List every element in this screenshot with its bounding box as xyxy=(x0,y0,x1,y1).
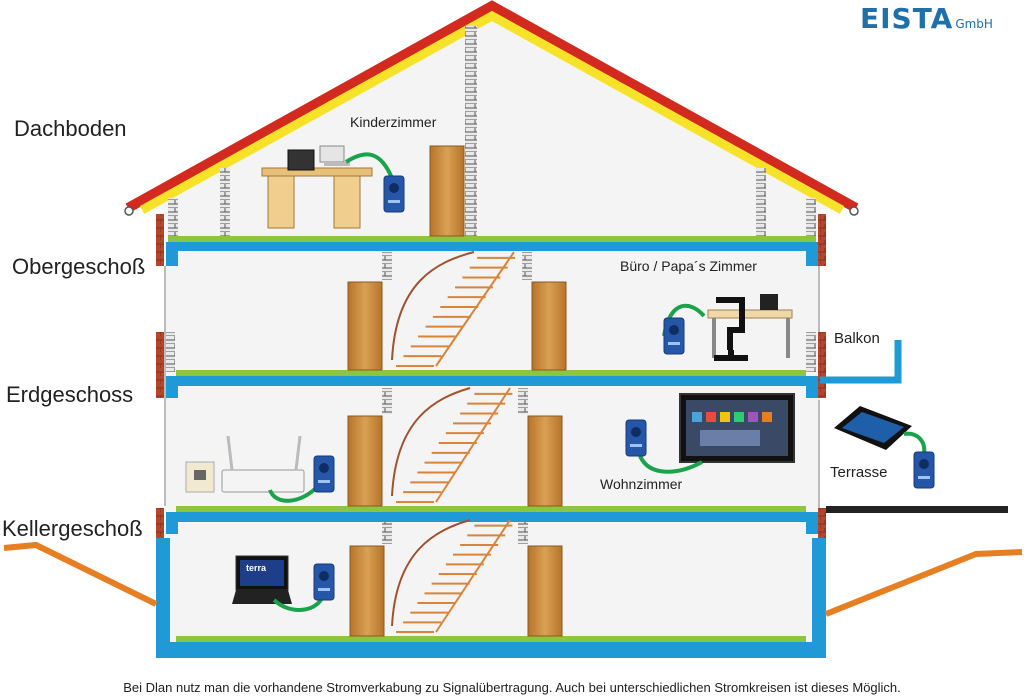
label-office: Büro / Papa´s Zimmer xyxy=(620,258,757,274)
basement-tub xyxy=(156,538,826,658)
label-ground-floor: Erdgeschoss xyxy=(6,382,134,407)
office-desk xyxy=(662,294,793,361)
label-attic: Dachboden xyxy=(14,116,127,141)
stair-handrail xyxy=(391,519,471,627)
tablet xyxy=(834,406,927,455)
caption: Bei Dlan nutz man die vorhandene Stromve… xyxy=(123,680,901,695)
label-terrace: Terrasse xyxy=(830,464,888,481)
kids-desk xyxy=(261,145,394,229)
staircases xyxy=(391,251,516,633)
laptop-brand: terra xyxy=(246,563,267,573)
left-wall-upper xyxy=(156,214,164,266)
router xyxy=(185,435,320,503)
logo-suffix: GmbH xyxy=(955,17,993,31)
label-basement: Kellergeschoß xyxy=(2,516,143,541)
floor-slab-ground xyxy=(166,506,818,534)
floor-slab-attic xyxy=(166,236,818,266)
stair-handrail xyxy=(391,387,471,497)
stair-handrail xyxy=(391,251,475,361)
balcony-railing xyxy=(820,340,902,384)
label-kids-room: Kinderzimmer xyxy=(350,114,437,130)
ground-right xyxy=(824,549,1023,617)
label-upper-floor: Obergeschoß xyxy=(12,254,146,279)
terrace-floor xyxy=(826,506,1008,513)
floor-slab-upper xyxy=(166,370,818,398)
stair-stringer xyxy=(435,251,515,367)
tv xyxy=(638,393,795,474)
stair-stringer xyxy=(435,519,511,633)
doors xyxy=(347,145,567,637)
laptop xyxy=(232,555,324,612)
ground-left xyxy=(3,541,158,607)
attic-center-wall xyxy=(465,26,477,238)
label-living-room: Wohnzimmer xyxy=(600,476,683,492)
stair-stringer xyxy=(435,387,511,503)
label-balcony: Balkon xyxy=(834,330,880,347)
roof-outer xyxy=(125,0,859,213)
logo-main: EISTA xyxy=(860,2,954,35)
roof-inner xyxy=(139,10,845,214)
